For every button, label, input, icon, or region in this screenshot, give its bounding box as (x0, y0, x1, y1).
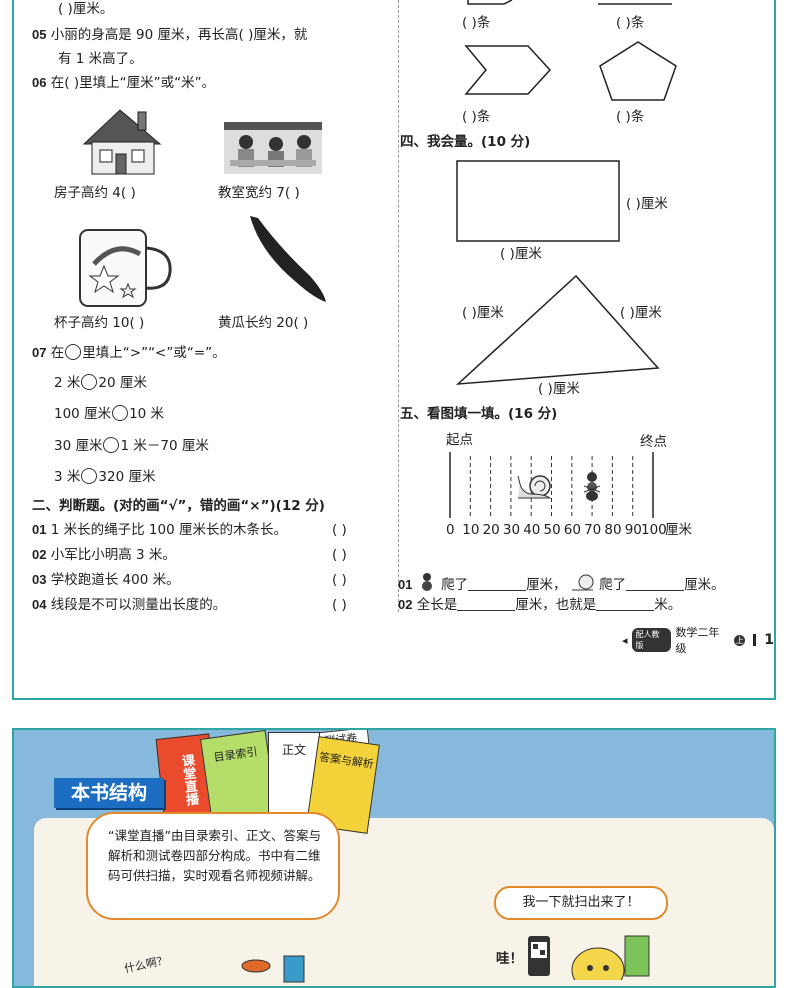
judge-item: 01 1 米长的绳子比 100 厘米长的木条长。 (32, 522, 287, 538)
q06-text: 在( )里填上“厘米”或“米”。 (50, 75, 216, 91)
house-image (82, 109, 162, 175)
cup-image (79, 229, 172, 307)
cucumber-image (250, 216, 326, 302)
page-number: 1 (764, 632, 774, 648)
ruler-tick-label: 70 (584, 522, 602, 538)
classroom-image (224, 122, 322, 174)
shape-sides-label: ( )条 (616, 109, 645, 125)
shape-sides-label: ( )条 (462, 109, 491, 125)
ruler-tick-label: 80 (604, 522, 622, 538)
drum-image (241, 955, 305, 983)
edition-badge: 配人教版 (631, 628, 672, 652)
triangle-shape (455, 274, 660, 385)
ruler-tick-label: 90 (624, 522, 642, 538)
subject-label: 数学二年级 (675, 626, 720, 655)
fill-item-1: 01 爬了厘米， 爬了厘米。 (398, 572, 725, 594)
section-2-title: 二、判断题。(对的画“√”，错的画“×”)(12 分) (32, 498, 325, 514)
ruler-lines (449, 452, 654, 518)
footer-bar (753, 634, 757, 646)
tri-left-label: ( )厘米 (462, 305, 504, 321)
column-divider (398, 0, 400, 612)
speech-bubble-2: 我一下就扫出来了！ (494, 886, 668, 920)
fill-item-2: 02 全长是厘米，也就是米。 (398, 596, 682, 613)
judge-answer[interactable]: ( ) (332, 597, 347, 613)
tri-bottom-label: ( )厘米 (538, 381, 580, 397)
rectangle-shape (456, 160, 620, 242)
ant-image (583, 472, 601, 501)
judge-answer[interactable]: ( ) (332, 572, 347, 588)
term-badge: 上 (734, 634, 746, 646)
ruler-tick-label: 0 (446, 522, 455, 538)
snail-image (517, 475, 552, 499)
character-image (571, 947, 625, 980)
answer-blank[interactable] (596, 596, 655, 611)
rect-side-label: ( )厘米 (626, 196, 668, 212)
ruler-tick-label: 30 (502, 522, 521, 538)
structure-banner: 本书结构 (54, 778, 164, 808)
ruler-tick-label: 100 (641, 522, 667, 538)
compare-circle (65, 344, 82, 360)
judge-item: 04 线段是不可以测量出长度的。 (32, 597, 227, 613)
house-caption: 房子高约 4( ) (54, 185, 136, 201)
answer-blank[interactable] (468, 576, 527, 591)
cup-caption: 杯子高约 10( ) (54, 315, 145, 331)
green-book-image (624, 935, 650, 977)
section-4-title: 四、我会量。(10 分) (400, 134, 531, 150)
intro-page: 测试卷 课堂直播 目录索引 正文 答案与解析 本书结构 “课堂直播”由目录索引、… (12, 728, 776, 988)
start-label: 起点 (446, 432, 473, 448)
chevron-shape (464, 45, 552, 95)
wow-text: 哇！ (496, 951, 523, 967)
ruler-tick-label: 20 (482, 522, 500, 538)
top-shapes-partial (467, 0, 672, 5)
classroom-caption: 教室宽约 7( ) (218, 185, 300, 201)
answer-circle[interactable] (103, 437, 120, 453)
shape-sides-label: ( )条 (462, 15, 491, 31)
bubble-text: “课堂直播”由目录索引、正文、答案与解析和测试卷四部分构成。书中有二维码可供扫描… (108, 828, 321, 883)
arrow-left-icon: ◂ (622, 633, 628, 647)
workbook-page: ( )厘米。 05 小丽的身高是 90 厘米，再长高( )厘米，就 有 1 米高… (12, 0, 776, 700)
answer-circle[interactable] (81, 468, 98, 484)
answer-circle[interactable] (112, 405, 129, 421)
q06-number: 06 (32, 75, 47, 90)
q05-text-1: 小丽的身高是 90 厘米，再长高( )厘米，就 (50, 27, 308, 43)
judge-answer[interactable]: ( ) (332, 522, 347, 538)
q05-text-2: 有 1 米高了。 (58, 51, 143, 67)
end-label: 终点 (640, 434, 667, 450)
answer-circle[interactable] (81, 374, 98, 390)
ruler-tick-label: 10 (462, 522, 480, 538)
q05-number: 05 (32, 27, 47, 42)
q07-text-b: 里填上“>”“<”或“=”。 (82, 345, 226, 361)
ant-icon (417, 572, 437, 591)
section-5-title: 五、看图填一填。(16 分) (400, 406, 558, 422)
page-footer: ◂ 配人教版 数学二年级 上 1 (622, 624, 774, 656)
snail-icon (571, 572, 595, 591)
judge-item: 03 学校跑道长 400 米。 (32, 572, 180, 588)
judge-item: 02 小军比小明高 3 米。 (32, 547, 176, 563)
q07-number: 07 (32, 345, 47, 360)
speech-bubble (86, 812, 340, 920)
ruler-tick-label: 60 (563, 522, 581, 538)
ruler-unit-label: 厘米 (665, 522, 692, 538)
tri-right-label: ( )厘米 (620, 305, 662, 321)
answer-blank[interactable] (626, 576, 685, 591)
rect-bottom-label: ( )厘米 (500, 246, 542, 262)
q04-tail: ( )厘米。 (58, 1, 114, 17)
pentagon-shape (599, 41, 677, 101)
q07-text-a: 在 (50, 345, 65, 361)
shape-sides-label: ( )条 (616, 15, 645, 31)
phone-image (528, 936, 550, 976)
answer-blank[interactable] (457, 596, 516, 611)
cucumber-caption: 黄瓜长约 20( ) (218, 315, 309, 331)
ruler-tick-label: 40 (523, 522, 541, 538)
ruler-tick-label: 50 (543, 522, 561, 538)
judge-answer[interactable]: ( ) (332, 547, 347, 563)
